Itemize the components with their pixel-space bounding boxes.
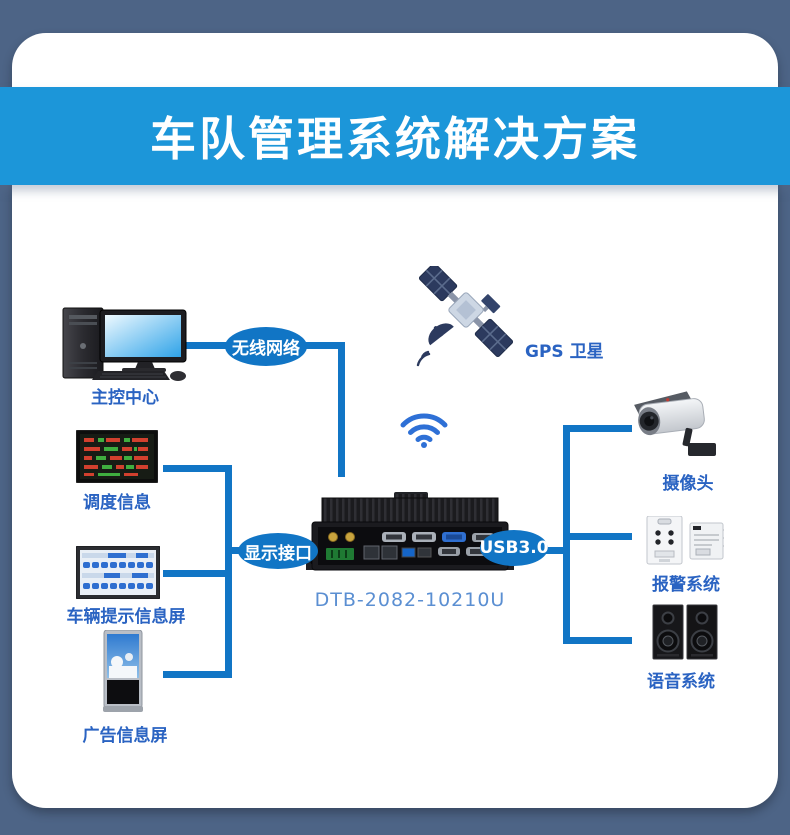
- gps-satellite-icon: [416, 266, 514, 367]
- dispatch-info-label: 调度信息: [83, 493, 151, 513]
- connector-branch-camera: [570, 425, 632, 432]
- connector-branch-voice: [570, 637, 632, 644]
- speakers-image: [652, 604, 718, 660]
- dispatch-board-image: [76, 430, 158, 483]
- connector-branch-vehicle-screen: [163, 570, 230, 577]
- gps-satellite-label: GPS 卫星: [525, 342, 604, 362]
- voice-system-label: 语音系统: [647, 672, 715, 692]
- alarm-system-label: 报警系统: [652, 575, 720, 595]
- ad-kiosk-image: [103, 630, 143, 712]
- desktop-computer-image: [62, 307, 187, 381]
- connection-label-display: 显示接口: [238, 533, 318, 569]
- control-center-label: 主控中心: [91, 388, 159, 408]
- title-banner: 车队管理系统解决方案: [0, 87, 790, 185]
- connection-label-wireless: 无线网络: [225, 327, 307, 366]
- connection-label-usb: USB3.0: [479, 530, 549, 566]
- connector-wireless-vertical: [338, 342, 345, 477]
- connector-branch-dispatch: [163, 465, 230, 472]
- camera-image: [634, 391, 716, 456]
- connector-usb-trunk: [563, 425, 570, 644]
- vehicle-screen-label: 车辆提示信息屏: [66, 607, 186, 627]
- embedded-pc-image: [306, 492, 514, 571]
- alarm-system-image: [646, 516, 724, 565]
- page-title: 车队管理系统解决方案: [150, 112, 640, 166]
- vehicle-screen-image: [76, 546, 160, 599]
- device-model-label: DTB-2082-10210U: [314, 589, 506, 611]
- wifi-icon: [400, 413, 448, 448]
- ad-screen-label: 广告信息屏: [82, 726, 168, 746]
- connector-branch-alarm: [570, 533, 632, 540]
- connector-branch-ad-screen: [163, 671, 230, 678]
- camera-label: 摄像头: [662, 474, 714, 494]
